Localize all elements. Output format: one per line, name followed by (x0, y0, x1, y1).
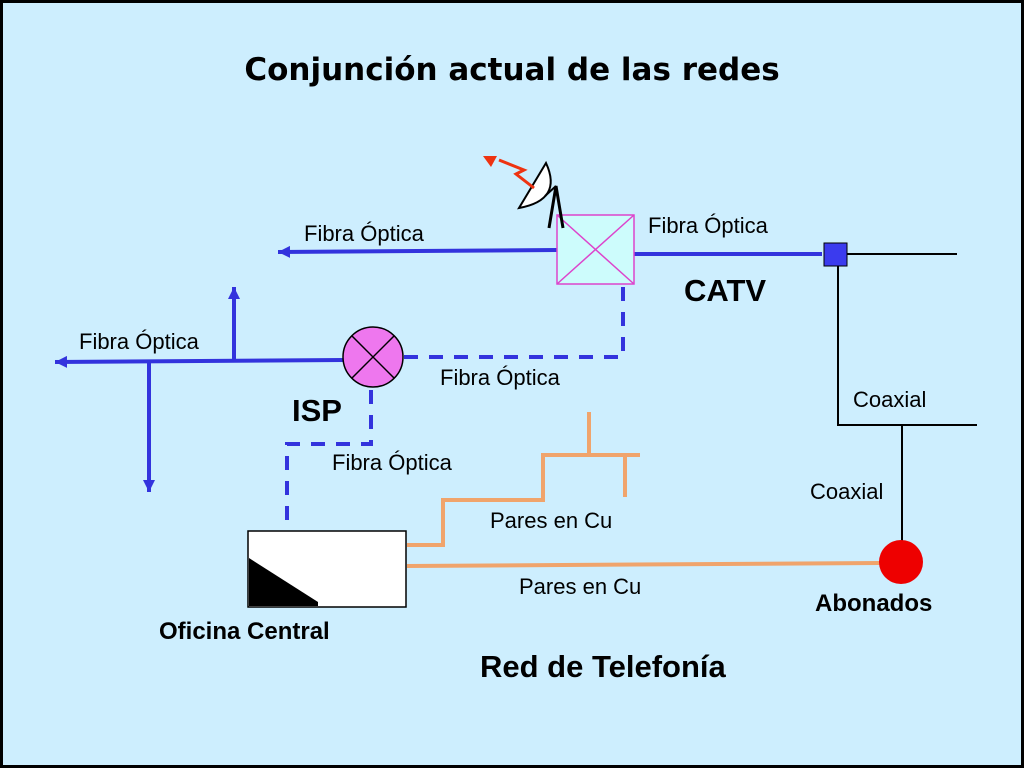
label-fibra-lower: Fibra Óptica (332, 450, 453, 475)
label-coaxial-upper: Coaxial (853, 387, 926, 412)
label-abonados: Abonados (815, 590, 932, 617)
copper-pair-lower (406, 561, 881, 568)
label-red-telefonia: Red de Telefonía (480, 649, 727, 684)
fiber-line-top-left (277, 245, 558, 258)
label-fibra-top-left: Fibra Óptica (304, 221, 425, 246)
label-fibra-top-right: Fibra Óptica (648, 213, 769, 238)
label-catv: CATV (684, 273, 766, 308)
fiber-dashed-isp-to-office (285, 390, 373, 523)
label-coaxial-lower: Coaxial (810, 479, 883, 504)
satellite-dish-icon (517, 160, 565, 229)
label-fibra-middle: Fibra Óptica (440, 365, 561, 390)
central-office-icon (247, 530, 407, 608)
lightning-icon (483, 156, 535, 190)
label-pares-lower: Pares en Cu (519, 574, 641, 599)
label-fibra-left: Fibra Óptica (79, 329, 200, 354)
copper-pair-upper (407, 453, 640, 547)
router-circle-icon (342, 326, 404, 388)
label-pares-upper: Pares en Cu (490, 508, 612, 533)
diagram-title: Conjunción actual de las redes (244, 52, 779, 88)
coax-tap-icon (823, 242, 848, 267)
label-isp: ISP (292, 393, 342, 428)
subscriber-dot-icon (879, 540, 923, 584)
label-oficina-central: Oficina Central (159, 618, 330, 645)
fiber-line-isp-left (54, 355, 344, 368)
headend-box-icon (556, 214, 635, 285)
